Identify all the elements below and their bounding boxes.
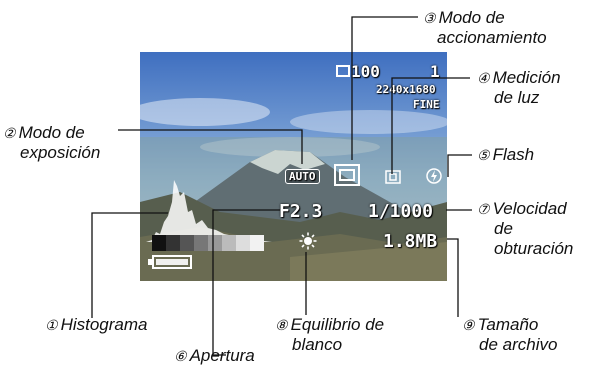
drive-mode-icon [334, 164, 360, 186]
file-size-value: 1.8MB [383, 231, 438, 252]
callout-number: ⑧ [275, 317, 288, 333]
camera-screen: 100 1 2240x1680 FINE AUTO F2.3 1/1000 1.… [140, 52, 447, 281]
metering-icon [385, 170, 401, 184]
callout-line: Flash [492, 145, 535, 164]
callout-line: Histograma [60, 315, 148, 334]
card-icon [336, 65, 350, 77]
resolution: 2240x1680 [376, 83, 436, 96]
callout-line: blanco [292, 335, 343, 354]
callout-line: de [494, 219, 513, 238]
shutter-speed-value: 1/1000 [368, 201, 434, 222]
callout-line: de archivo [479, 335, 558, 354]
quality: FINE [413, 98, 440, 111]
callout-line: Equilibrio de [290, 315, 385, 334]
shot-counter: 100 [351, 62, 380, 81]
callout-line: exposición [20, 143, 101, 162]
battery-icon [148, 255, 192, 269]
grayscale-strip [152, 235, 264, 251]
callout-line: Apertura [189, 346, 255, 365]
callout-number: ④ [477, 70, 490, 86]
callout-line: Medición [492, 68, 561, 87]
callout-number: ⑦ [477, 201, 490, 217]
callout-line: accionamiento [437, 28, 547, 47]
callout-line: Tamaño [477, 315, 539, 334]
histogram [146, 180, 272, 242]
white-balance-sun-icon [299, 232, 317, 250]
aperture-value: F2.3 [279, 201, 323, 222]
flash-icon [426, 168, 442, 184]
exposure-mode: AUTO [285, 169, 320, 184]
callout-line: de luz [494, 88, 540, 107]
callout-number: ⑨ [462, 317, 475, 333]
callout-number: ⑥ [174, 348, 187, 364]
remaining-shots: 1 [430, 62, 440, 81]
callout-line: Velocidad [492, 199, 567, 218]
callout-line: Modo de [438, 8, 505, 27]
callout-number: ① [45, 317, 58, 333]
callout-line: obturación [494, 239, 574, 258]
callout-number: ⑤ [477, 147, 490, 163]
callout-number: ③ [423, 10, 436, 26]
callout-number: ② [3, 125, 16, 141]
callout-line: Modo de [18, 123, 85, 142]
